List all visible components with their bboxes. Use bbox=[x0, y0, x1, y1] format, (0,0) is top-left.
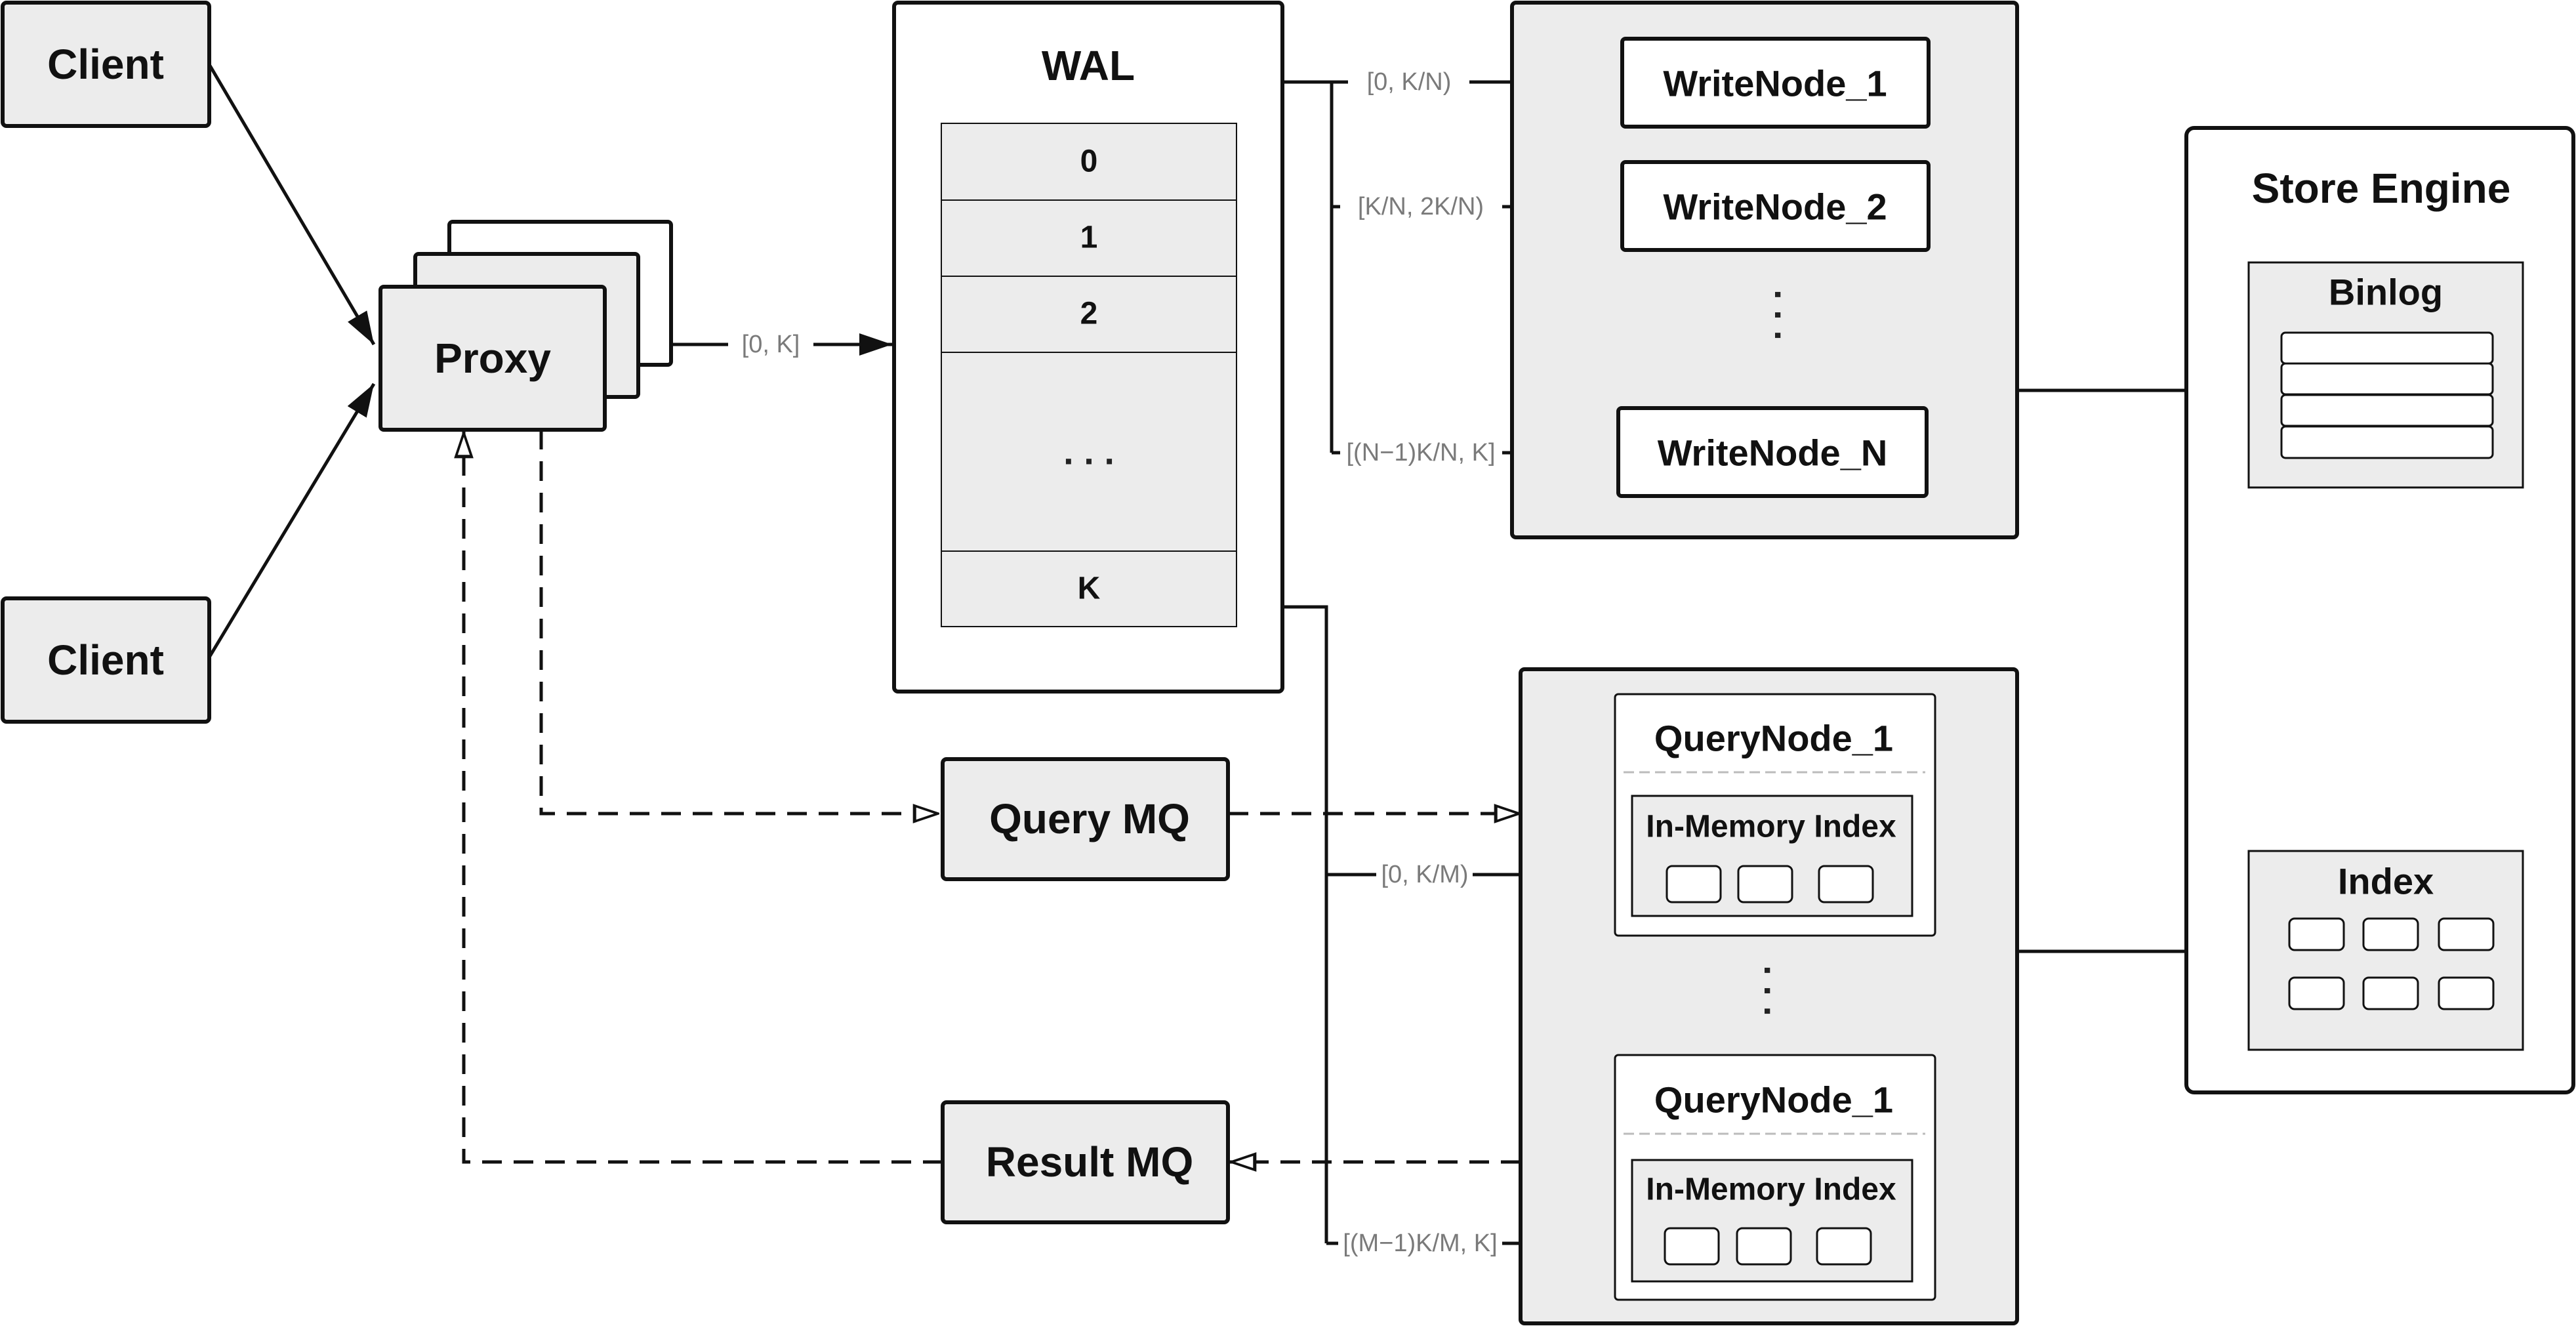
wal-cell: K bbox=[1078, 571, 1101, 606]
edge-label-write-1: [0, K/N) bbox=[1367, 68, 1452, 96]
query-node-ellipsis: . . . bbox=[1757, 965, 1798, 1016]
edge-wal-write-trunk bbox=[1282, 80, 1334, 453]
query-node-title: QueryNode_1 bbox=[1654, 718, 1893, 759]
write-node: WriteNode_1 bbox=[1620, 37, 1931, 129]
write-node: WriteNode_N bbox=[1616, 406, 1929, 498]
query-mq-box: Query MQ bbox=[941, 757, 1230, 881]
result-mq-label: Result MQ bbox=[986, 1138, 1193, 1186]
edge-label-proxy-wal: [0, K] bbox=[742, 331, 800, 358]
edge-client1-proxy bbox=[208, 64, 376, 346]
proxy-label: Proxy bbox=[434, 335, 551, 382]
edge-label-write-n: [(N−1)K/N, K] bbox=[1347, 439, 1496, 466]
edge-wal-query-trunk bbox=[1282, 605, 1328, 1243]
edge-proxy-querymq bbox=[539, 430, 939, 814]
wal-cell-ellipsis: . . . bbox=[1063, 431, 1114, 472]
edge-label-query-1: [0, K/M) bbox=[1381, 861, 1468, 888]
index-box: Index bbox=[2247, 850, 2524, 1051]
edge-label-write-2: [K/N, 2K/N) bbox=[1358, 193, 1484, 220]
edge-client2-proxy bbox=[208, 383, 376, 657]
wal-cell: 0 bbox=[1080, 144, 1098, 179]
edge-label-query-m: [(M−1)K/M, K] bbox=[1343, 1230, 1497, 1257]
wal-cell: 2 bbox=[1080, 297, 1098, 331]
wal-title: WAL bbox=[1042, 42, 1135, 89]
query-node-title: QueryNode_1 bbox=[1654, 1079, 1893, 1121]
query-node: QueryNode_1 In-Memory Index bbox=[1614, 693, 1936, 937]
wal-box: WAL 0 1 2 . . . K bbox=[892, 1, 1284, 694]
wal-cell: 1 bbox=[1080, 220, 1098, 255]
query-node: QueryNode_1 In-Memory Index bbox=[1614, 1054, 1936, 1301]
write-node-ellipsis: . . . bbox=[1767, 289, 1809, 341]
write-node: WriteNode_2 bbox=[1620, 160, 1931, 252]
client-label: Client bbox=[47, 636, 164, 684]
query-mq-label: Query MQ bbox=[989, 795, 1190, 842]
write-node-label: WriteNode_2 bbox=[1663, 186, 1887, 228]
store-engine-box: Store Engine Binlog Index bbox=[2184, 126, 2575, 1094]
client-label: Client bbox=[47, 41, 164, 88]
edge-labels: [0, K] [0, K/N) [K/N, 2K/N) [(N−1)K/N, K… bbox=[742, 68, 1498, 1257]
write-node-label: WriteNode_1 bbox=[1663, 63, 1887, 104]
proxy-stack: Proxy bbox=[378, 220, 673, 432]
store-engine-title: Store Engine bbox=[2252, 165, 2511, 212]
client-box: Client bbox=[1, 596, 211, 724]
write-node-label: WriteNode_N bbox=[1658, 432, 1888, 474]
edge-resultmq-proxy bbox=[464, 432, 943, 1164]
client-box: Client bbox=[1, 1, 211, 128]
query-node-group: QueryNode_1 In-Memory Index . . . QueryN… bbox=[1519, 667, 2019, 1325]
result-mq-box: Result MQ bbox=[941, 1100, 1230, 1224]
index-label: Index bbox=[2338, 861, 2434, 902]
in-memory-index-label: In-Memory Index bbox=[1646, 1172, 1896, 1207]
binlog-label: Binlog bbox=[2329, 272, 2443, 313]
in-memory-index-label: In-Memory Index bbox=[1646, 810, 1896, 844]
binlog-box: Binlog bbox=[2247, 261, 2524, 489]
write-node-group: WriteNode_1 WriteNode_2 . . . WriteNode_… bbox=[1510, 1, 2019, 539]
